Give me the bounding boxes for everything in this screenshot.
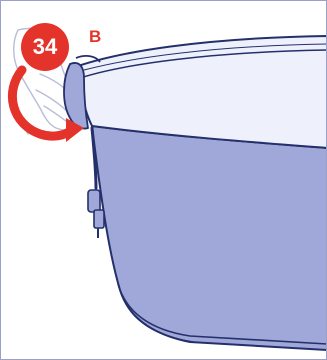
basket-body <box>92 126 327 350</box>
part-label: B <box>89 28 101 45</box>
step-number-badge: 34 <box>21 23 69 71</box>
